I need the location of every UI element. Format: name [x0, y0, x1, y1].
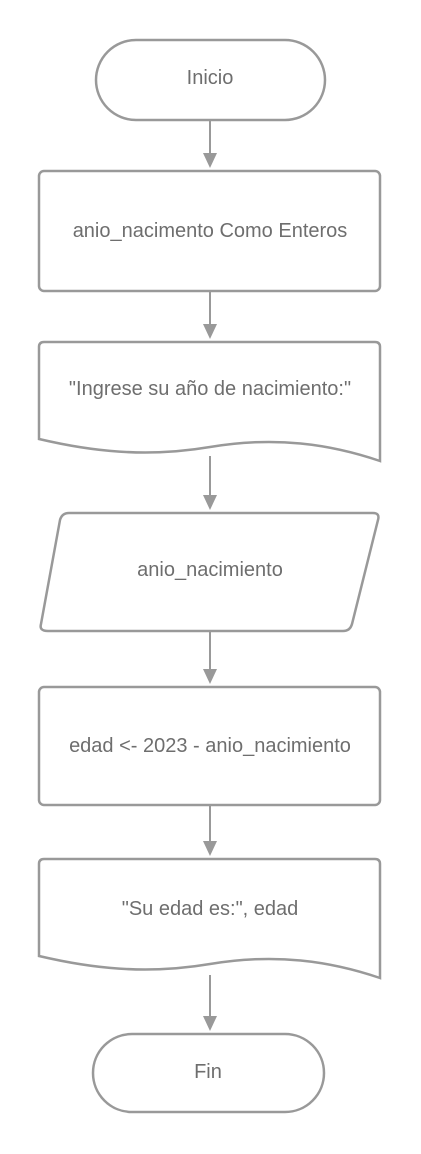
document-shape	[37, 340, 382, 463]
connector-prompt-input	[203, 456, 217, 510]
connector-declare-prompt	[203, 291, 217, 339]
connector-input-compute	[203, 631, 217, 684]
node-compute-label: edad <- 2023 - anio_nacimiento	[69, 735, 351, 757]
node-output-label: "Su edad es:", edad	[122, 898, 299, 920]
process-shape	[37, 685, 382, 807]
node-inicio-label: Inicio	[187, 67, 234, 89]
connector-inicio-declare	[203, 120, 217, 168]
connector-output-fin	[203, 975, 217, 1031]
node-input: anio_nacimiento	[39, 511, 380, 633]
node-inicio: Inicio	[94, 38, 327, 122]
input-output-shape	[39, 511, 380, 633]
node-output: "Su edad es:", edad	[37, 857, 382, 980]
connector-compute-output	[203, 805, 217, 856]
node-input-label: anio_nacimiento	[137, 559, 283, 581]
node-prompt-label: "Ingrese su año de nacimiento:"	[69, 378, 351, 400]
node-compute: edad <- 2023 - anio_nacimiento	[37, 685, 382, 807]
terminator-shape	[94, 38, 327, 122]
node-declare: anio_nacimento Como Enteros	[37, 169, 382, 293]
document-shape	[37, 857, 382, 980]
process-shape	[37, 169, 382, 293]
node-declare-label: anio_nacimento Como Enteros	[73, 220, 348, 242]
node-prompt: "Ingrese su año de nacimiento:"	[37, 340, 382, 463]
node-fin-label: Fin	[194, 1061, 222, 1083]
node-fin: Fin	[91, 1032, 326, 1114]
terminator-shape	[91, 1032, 326, 1114]
